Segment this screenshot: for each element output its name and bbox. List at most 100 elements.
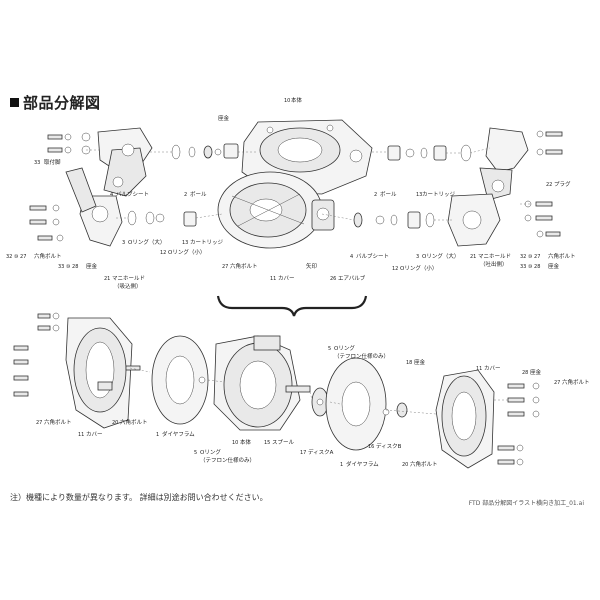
bottom-left-cover-drawing	[65, 317, 133, 429]
label-oring-sho-r: Oリング（小）	[400, 264, 437, 272]
disc-and-oring-drawing	[311, 387, 329, 417]
diaphragm-right-drawing	[325, 357, 408, 451]
label-oring-dai-r: Oリング（大）	[422, 252, 459, 260]
label-num-diaphragm-l: 1	[156, 432, 159, 438]
label-honntai: 本体	[291, 96, 303, 104]
label-num-zagane-l: 33 ⑩ 28	[58, 264, 78, 270]
label-honntai-b: 本体	[240, 438, 252, 446]
label-manifold-in: マニホールド	[112, 275, 145, 282]
label-num-air-valve: 26	[330, 276, 336, 282]
bottom-body-drawing	[213, 335, 311, 431]
label-num-zagane-r: 33 ⑩ 28	[520, 264, 540, 270]
label-hex-bolt-br2: 六角ボルト	[410, 460, 438, 468]
label-num-cartridge-l: 13	[182, 240, 188, 246]
label-num-hex-bolt-bl: 27	[36, 420, 42, 426]
assembly-brace	[216, 295, 368, 317]
label-num-spool: 15	[264, 440, 270, 446]
label-num-cover-br: 11	[476, 366, 482, 372]
section-heading: 部品分解図	[10, 92, 101, 113]
label-num-zagane-br: 28	[522, 370, 528, 376]
label-hex-bolt-b2: 六角ボルト	[120, 418, 148, 426]
label-num-honntai: 10	[284, 98, 290, 104]
label-hex-bolt-br: 六角ボルト	[562, 378, 590, 386]
heading-title: 部品分解図	[23, 94, 101, 112]
top-small-parts	[29, 130, 563, 242]
label-manifold-in-sub: （吸込側）	[114, 282, 142, 290]
label-ball-l: ボール	[190, 190, 207, 198]
label-num-valve-seat-l: 4	[110, 192, 113, 198]
left-manifold-drawing	[65, 127, 153, 247]
label-ball-r: ボール	[380, 190, 397, 198]
label-cover-bl: カバー	[86, 431, 103, 438]
label-oring-teflon-l-sub: （テフロン仕様のみ）	[200, 456, 255, 464]
bottom-right-cover-drawing	[435, 369, 495, 469]
right-manifold-drawing	[447, 127, 529, 247]
label-yajirushi: 矢印	[306, 262, 318, 270]
label-num-hex-bolt-l1: 32 ⑩ 27	[6, 254, 26, 260]
label-valve-seat-l: バルブシート	[116, 190, 149, 198]
label-num-oring-dai-l: 3	[122, 240, 125, 246]
label-num-oring-teflon-c: 5	[328, 346, 331, 352]
label-num-ball-r: 2	[374, 192, 377, 198]
file-reference: FTD 部品分解図イラスト横向き加工_01.ai	[468, 500, 584, 507]
label-spool: スプール	[272, 439, 295, 446]
label-num-manifold-out: 21	[470, 254, 476, 260]
label-air-valve: エアバルブ	[338, 274, 366, 282]
label-manifold-out-sub: （吐出側）	[480, 260, 508, 268]
label-oring-sho-l: Oリング（小）	[168, 248, 205, 256]
label-zagane-l: 座金	[86, 262, 98, 270]
front-cover-drawing	[217, 171, 335, 249]
label-num-cover-bl: 11	[78, 432, 84, 438]
label-cartridge-r: カートリッジ	[422, 191, 456, 198]
label-num-hex-bolt-b2: 20	[112, 420, 118, 426]
bottom-small-parts	[13, 312, 540, 466]
label-num-valve-seat-r: 4	[350, 254, 353, 260]
label-num-hex-bolt-br2: 20	[402, 462, 408, 468]
label-hex-bolt-r: 六角ボルト	[548, 252, 576, 260]
label-num-hex-bolt-r: 32 ⑩ 27	[520, 254, 540, 260]
top-label-group: 10 本体 33 取付脚 座金 4 バルブシート 2 ボール 3 Oリング（大）…	[6, 96, 576, 290]
label-cover-t: カバー	[278, 275, 295, 282]
label-cartridge-l: カートリッジ	[190, 239, 224, 246]
label-num-oring-sho-r: 12	[392, 266, 398, 272]
label-num-hex-bolt-l2: 27	[222, 264, 228, 270]
label-oring-dai-l: Oリング（大）	[128, 238, 165, 246]
label-valve-seat-r: バルブシート	[356, 252, 389, 260]
label-num-cartridge-r: 13	[416, 192, 422, 198]
label-diaphragm-r: ダイヤフラム	[346, 460, 379, 468]
heading-square-marker	[10, 98, 19, 107]
label-num-plug: 22	[546, 182, 552, 188]
label-oring-teflon-c: Oリング	[334, 344, 355, 352]
label-toritsukeashi: 取付脚	[44, 158, 61, 166]
label-zagane-br: 座金	[530, 368, 542, 376]
label-plug: プラグ	[554, 180, 571, 188]
label-oring-teflon-l: Oリング	[200, 448, 221, 456]
label-num-cover-t: 11	[270, 276, 276, 282]
label-oring-teflon-c-sub: （テフロン仕様のみ）	[334, 352, 389, 360]
label-manifold-out: マニホールド	[478, 253, 511, 260]
label-num-disc-b: 16	[368, 444, 374, 450]
label-diaphragm-l: ダイヤフラム	[162, 430, 195, 438]
label-zagane-b: 座金	[414, 358, 426, 366]
label-num-disc: 17	[300, 450, 306, 456]
label-zagane-r: 座金	[548, 262, 560, 270]
label-num-hex-bolt-br: 27	[554, 380, 560, 386]
label-num-oring-dai-r: 3	[416, 254, 419, 260]
label-zagane-tl: 座金	[218, 114, 230, 122]
diaphragm-left-drawing	[151, 335, 209, 425]
label-num-toritsukeashi: 33	[34, 160, 40, 166]
label-num-oring-sho-l: 12	[160, 250, 166, 256]
label-hex-bolt-l1: 六角ボルト	[34, 252, 62, 260]
footer-note: 注）機種により数量が異なります。 詳細は別途お問い合わせください。	[10, 493, 268, 502]
bottom-label-group: 27 六角ボルト 11 カバー 20 六角ボルト 1 ダイヤフラム 5 Oリング…	[36, 344, 590, 468]
label-num-diaphragm-r: 1	[340, 462, 343, 468]
label-num-manifold-in: 21	[104, 276, 110, 282]
label-num-oring-teflon-l: 5	[194, 450, 197, 456]
label-cover-br: カバー	[484, 365, 501, 372]
label-num-ball-l: 2	[184, 192, 187, 198]
label-num-zagane-b: 18	[406, 360, 412, 366]
label-disc-b: ディスクB	[376, 442, 402, 450]
label-num-honntai-b: 10	[232, 440, 238, 446]
label-hex-bolt-bl: 六角ボルト	[44, 418, 72, 426]
